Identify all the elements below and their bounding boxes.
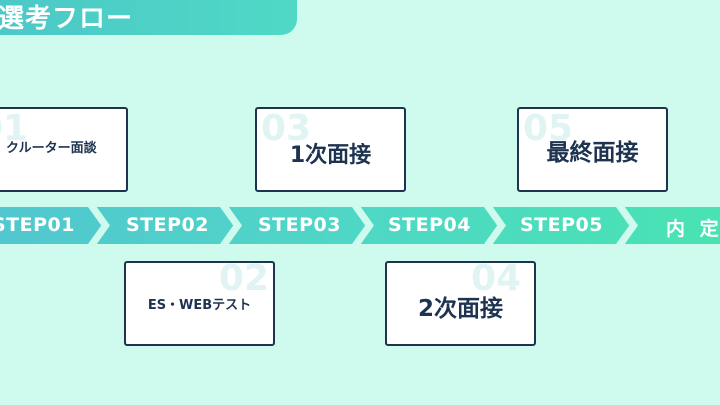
step-label-05: STEP05 xyxy=(520,214,603,236)
step-01-content: クルーター面談 xyxy=(6,141,97,156)
step-label-03: STEP03 xyxy=(258,214,341,236)
step-02-content: ES・WEBテスト xyxy=(147,298,252,313)
step-04-content: 2次面接 xyxy=(417,296,503,322)
title-banner: 選考フロー xyxy=(0,0,297,35)
step-label-01: STEP01 xyxy=(0,214,75,236)
step-01-number: 01 xyxy=(0,108,29,149)
step-label-04: STEP04 xyxy=(388,214,471,236)
step-05-content: 最終面接 xyxy=(546,140,639,166)
step-01-bubble: 01 クルーター面談 xyxy=(0,107,128,192)
step-label-final: 内 定 xyxy=(666,218,720,240)
step-04-bubble: 04 2次面接 xyxy=(385,261,536,346)
step-04-number: 04 xyxy=(471,258,522,299)
page-title: 選考フロー xyxy=(0,4,134,34)
step-03-content: 1次面接 xyxy=(289,143,372,168)
step-03-bubble: 03 1次面接 xyxy=(255,107,406,192)
step-03-number: 03 xyxy=(261,108,312,149)
step-05-bubble: 05 最終面接 xyxy=(517,107,668,192)
step-label-02: STEP02 xyxy=(126,214,209,236)
step-02-bubble: 02 ES・WEBテスト xyxy=(124,261,275,346)
step-02-number: 02 xyxy=(218,258,269,299)
step-05-number: 05 xyxy=(523,108,574,149)
